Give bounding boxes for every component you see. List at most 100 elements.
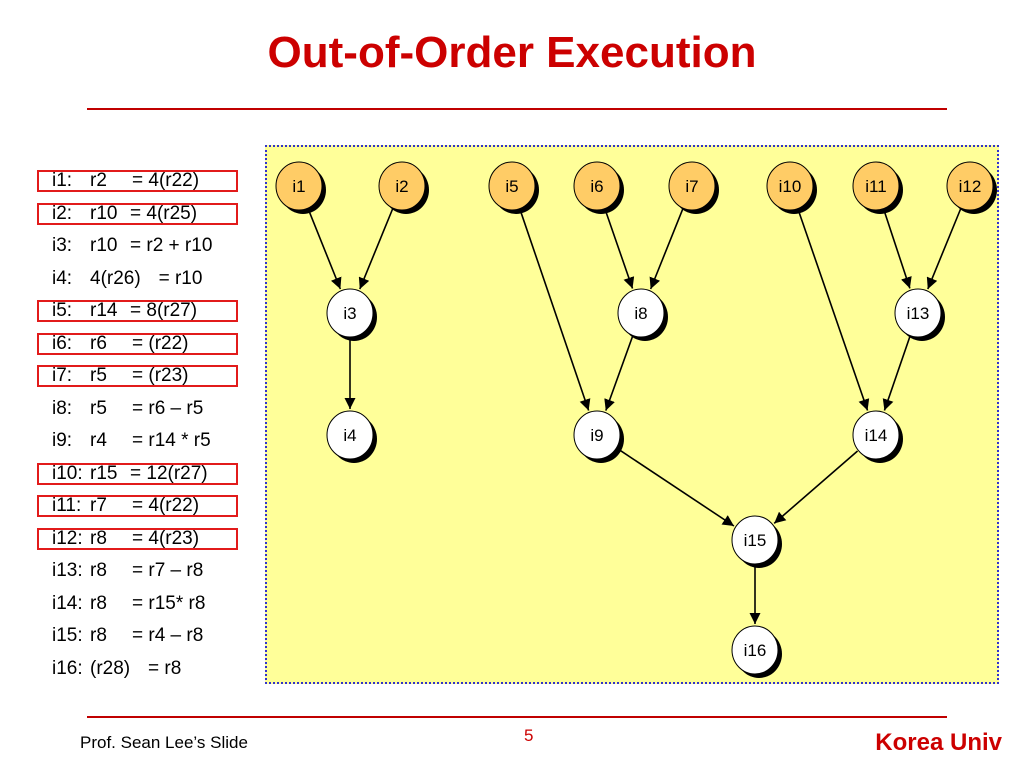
node-i2: i2 xyxy=(378,161,429,214)
instruction-label: i2: xyxy=(52,202,73,224)
highlight-box xyxy=(37,300,238,322)
node-i8: i8 xyxy=(617,288,668,341)
node-i13: i13 xyxy=(894,288,945,341)
node-i11: i11 xyxy=(852,161,903,214)
instruction-expr: = r10 xyxy=(158,267,203,289)
node-label: i3 xyxy=(343,304,356,323)
node-circle xyxy=(573,161,621,211)
node-circle xyxy=(326,288,374,338)
node-i5: i5 xyxy=(488,161,539,214)
instruction-expr: = 4(r22) xyxy=(132,170,200,191)
instruction-expr: = 8(r27) xyxy=(130,300,198,321)
instruction-dest: r4 xyxy=(90,430,107,451)
instruction-expr: = (r23) xyxy=(132,365,189,386)
edge-i11-i13 xyxy=(883,209,912,289)
instruction-label: i16: xyxy=(52,657,83,679)
edge-i13-i14 xyxy=(882,336,911,411)
page-number: 5 xyxy=(524,726,534,745)
edge-i14-i15 xyxy=(773,450,859,524)
node-i4: i4 xyxy=(326,410,377,463)
node-circle xyxy=(852,161,900,211)
node-label: i14 xyxy=(865,426,888,445)
edge-i5-i9 xyxy=(519,209,591,411)
node-i12: i12 xyxy=(946,161,997,214)
highlight-box xyxy=(37,202,238,225)
instruction-label: i4: xyxy=(52,267,73,289)
node-circle xyxy=(946,161,994,211)
node-i1: i1 xyxy=(275,161,326,214)
node-label: i6 xyxy=(590,177,603,196)
node-i3: i3 xyxy=(326,288,377,341)
node-label: i5 xyxy=(505,177,518,196)
instruction-dest: (r28) xyxy=(90,657,131,679)
instruction-dest: r6 xyxy=(90,332,107,354)
node-label: i8 xyxy=(634,304,647,323)
instruction-label: i6: xyxy=(52,332,73,354)
instruction-expr: = r14 * r5 xyxy=(132,430,211,451)
instruction-expr: = r15* r8 xyxy=(132,592,206,614)
instruction-label: i13: xyxy=(52,560,83,581)
instruction-label: i8: xyxy=(52,397,73,419)
edge-i10-i14 xyxy=(797,209,870,411)
instruction-label: i11: xyxy=(52,495,82,516)
node-label: i4 xyxy=(343,426,356,445)
edge-i12-i13 xyxy=(926,208,962,290)
instruction-expr: = r7 – r8 xyxy=(132,560,204,581)
node-circle xyxy=(766,161,814,211)
instruction-expr: = 4(r25) xyxy=(130,202,198,224)
node-i6: i6 xyxy=(573,161,624,214)
instruction-dest: r7 xyxy=(90,495,107,516)
instruction-dest: r14 xyxy=(90,300,118,321)
node-circle xyxy=(275,161,323,211)
node-i16: i16 xyxy=(731,625,782,678)
instruction-expr: = 12(r27) xyxy=(130,462,208,484)
node-circle xyxy=(852,410,900,460)
instruction-label: i3: xyxy=(52,235,73,256)
node-label: i1 xyxy=(292,177,305,196)
instruction-label: i12: xyxy=(52,527,83,549)
highlight-box xyxy=(37,365,238,387)
node-circle xyxy=(326,410,374,460)
node-circle xyxy=(894,288,942,338)
instruction-expr: = (r22) xyxy=(132,332,189,354)
edge-i1-i3 xyxy=(307,208,342,290)
node-label: i13 xyxy=(907,304,930,323)
highlight-box xyxy=(37,332,238,355)
node-label: i7 xyxy=(685,177,698,196)
edge-i6-i8 xyxy=(604,209,635,289)
node-label: i10 xyxy=(779,177,802,196)
instruction-expr: = 4(r22) xyxy=(132,495,200,516)
node-label: i9 xyxy=(590,426,603,445)
highlight-box xyxy=(37,170,238,192)
node-circle xyxy=(378,161,426,211)
footer-divider xyxy=(87,716,947,718)
instruction-dest: r8 xyxy=(90,560,107,581)
node-circle xyxy=(668,161,716,211)
node-label: i12 xyxy=(959,177,982,196)
instruction-label: i5: xyxy=(52,300,73,321)
edge-i8-i9 xyxy=(604,336,634,411)
instruction-dest: r10 xyxy=(90,202,118,224)
edge-i9-i15 xyxy=(616,447,735,527)
instruction-dest: r5 xyxy=(90,365,107,386)
instruction-dest: r8 xyxy=(90,625,107,646)
instruction-label: i9: xyxy=(52,430,73,451)
instruction-label: i1: xyxy=(52,170,73,191)
instruction-expr: = r4 – r8 xyxy=(132,625,204,646)
node-circle xyxy=(731,515,779,565)
node-circle xyxy=(573,410,621,460)
instruction-expr: = r8 xyxy=(148,657,182,679)
instruction-expr: = r6 – r5 xyxy=(132,397,204,419)
instruction-dest: 4(r26) xyxy=(90,267,141,289)
node-circle xyxy=(488,161,536,211)
highlight-box xyxy=(37,527,238,550)
instruction-label: i15: xyxy=(52,625,83,646)
node-i15: i15 xyxy=(731,515,782,568)
node-i9: i9 xyxy=(573,410,624,463)
node-circle xyxy=(617,288,665,338)
instruction-expr: = 4(r23) xyxy=(132,527,200,549)
instruction-dest: r10 xyxy=(90,235,118,256)
instruction-dest: r15 xyxy=(90,462,118,484)
node-label: i2 xyxy=(395,177,408,196)
